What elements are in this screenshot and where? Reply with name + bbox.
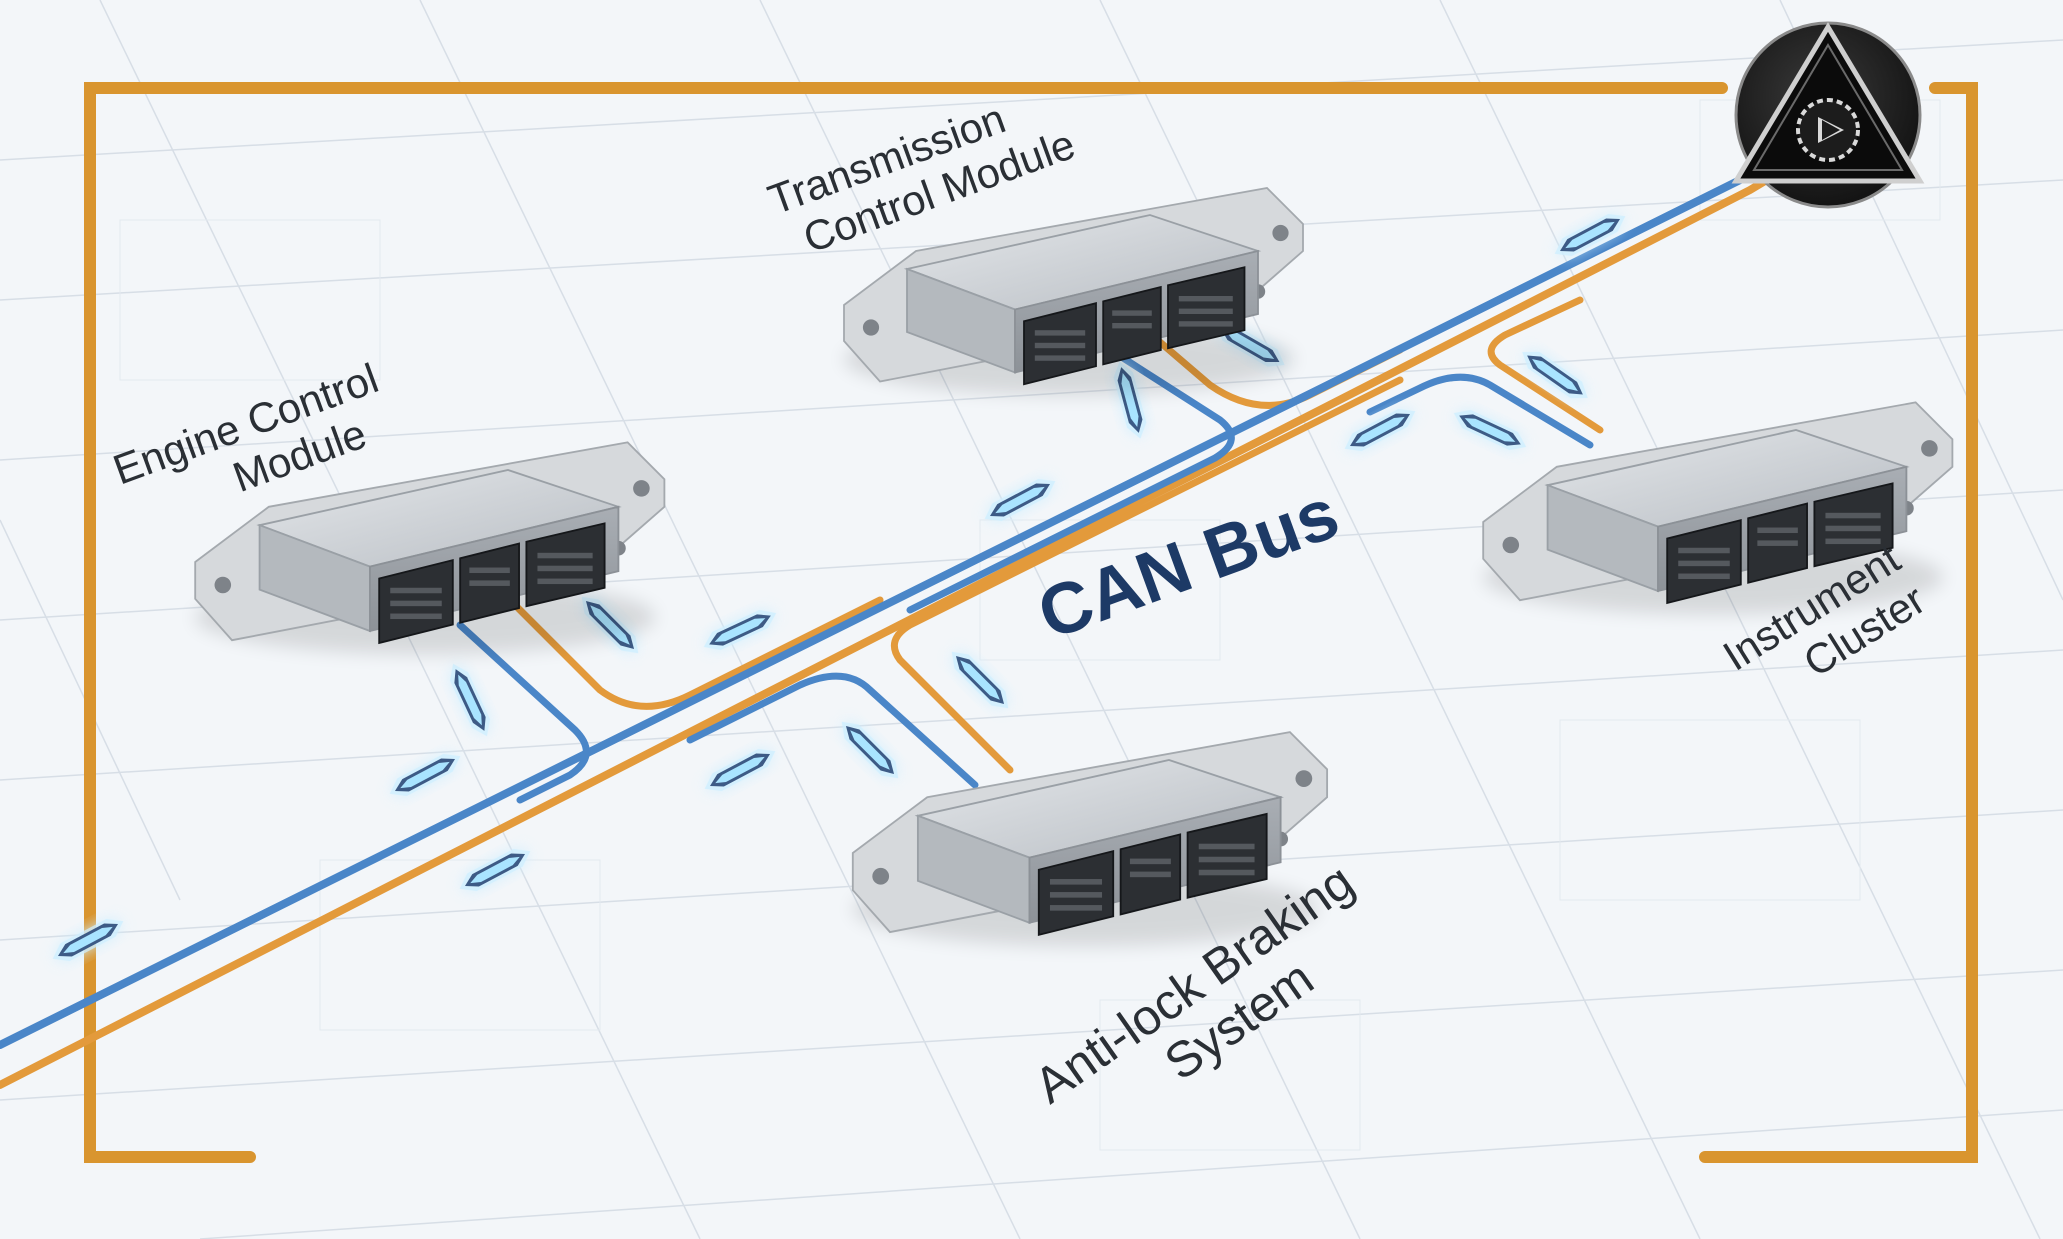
orange-frame <box>84 82 1978 1163</box>
triangle-gear-logo-icon <box>1731 21 1925 209</box>
can-bus-title-group: CAN Bus <box>1028 473 1349 655</box>
can-bus-label: CAN Bus <box>1028 473 1349 655</box>
